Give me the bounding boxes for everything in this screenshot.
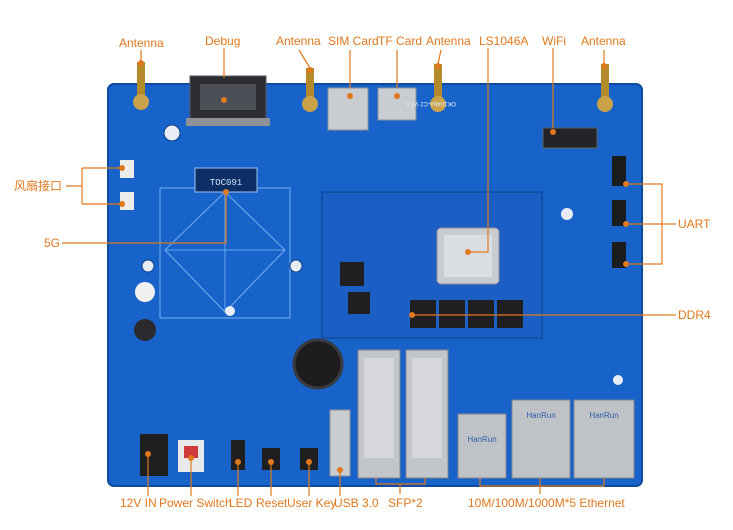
vendor-marking-3: HanRun: [589, 411, 618, 420]
label-tf-card: TF Card: [378, 34, 423, 48]
label-ddr4: DDR4: [678, 308, 711, 322]
callout-dots: [119, 60, 629, 473]
label-power-switch: Power Switch: [159, 496, 232, 510]
wifi-slot: [542, 127, 598, 149]
label-5g: 5G: [44, 236, 61, 250]
label-fan-port: 风扇接口: [14, 179, 63, 193]
module-5g-marking: TOC091: [210, 178, 242, 188]
label-wifi: WiFi: [542, 34, 566, 48]
label-antenna-2: Antenna: [276, 34, 321, 48]
fan-connector-2: [120, 192, 134, 210]
ethernet-jacks: HanRun HanRun HanRun: [457, 399, 635, 479]
label-uart: UART: [678, 217, 711, 231]
power-jack: [140, 434, 168, 476]
label-soc: LS1046A: [479, 34, 529, 48]
label-power-in: 12V IN: [120, 496, 157, 510]
label-user-key: User Key: [287, 496, 337, 510]
vendor-marking-1: HanRun: [467, 435, 496, 444]
antenna-connector-2: [302, 68, 318, 112]
label-sim-card: SIM Card: [328, 34, 379, 48]
label-ethernet: 10M/100M/1000M*5 Ethernet: [468, 496, 625, 510]
antenna-connector-1: [133, 62, 149, 110]
uart-headers: [612, 156, 626, 268]
led: [231, 440, 245, 470]
label-antenna-4: Antenna: [581, 34, 626, 48]
label-usb: USB 3.0: [334, 496, 379, 510]
module-5g-area: TOC091: [159, 167, 291, 319]
label-led: LED: [229, 496, 253, 510]
usb-port: [329, 409, 351, 477]
antenna-connector-3: [430, 64, 446, 112]
callout-lines: [62, 48, 676, 496]
sfp-cages: [357, 349, 449, 479]
fan-connector-1: [120, 160, 134, 178]
ddr4-chips: [410, 300, 523, 328]
rtc-battery: [292, 338, 344, 390]
silkscreen-version: OK1046A-C2 V1.1: [406, 100, 456, 106]
label-antenna-1: Antenna: [119, 36, 164, 50]
label-debug: Debug: [205, 34, 241, 48]
label-reset: Reset: [256, 496, 288, 510]
vendor-marking-2: HanRun: [526, 411, 555, 420]
label-sfp: SFP*2: [388, 496, 423, 510]
antenna-connector-4: [597, 64, 613, 112]
label-antenna-3: Antenna: [426, 34, 471, 48]
debug-connector: [186, 75, 270, 126]
